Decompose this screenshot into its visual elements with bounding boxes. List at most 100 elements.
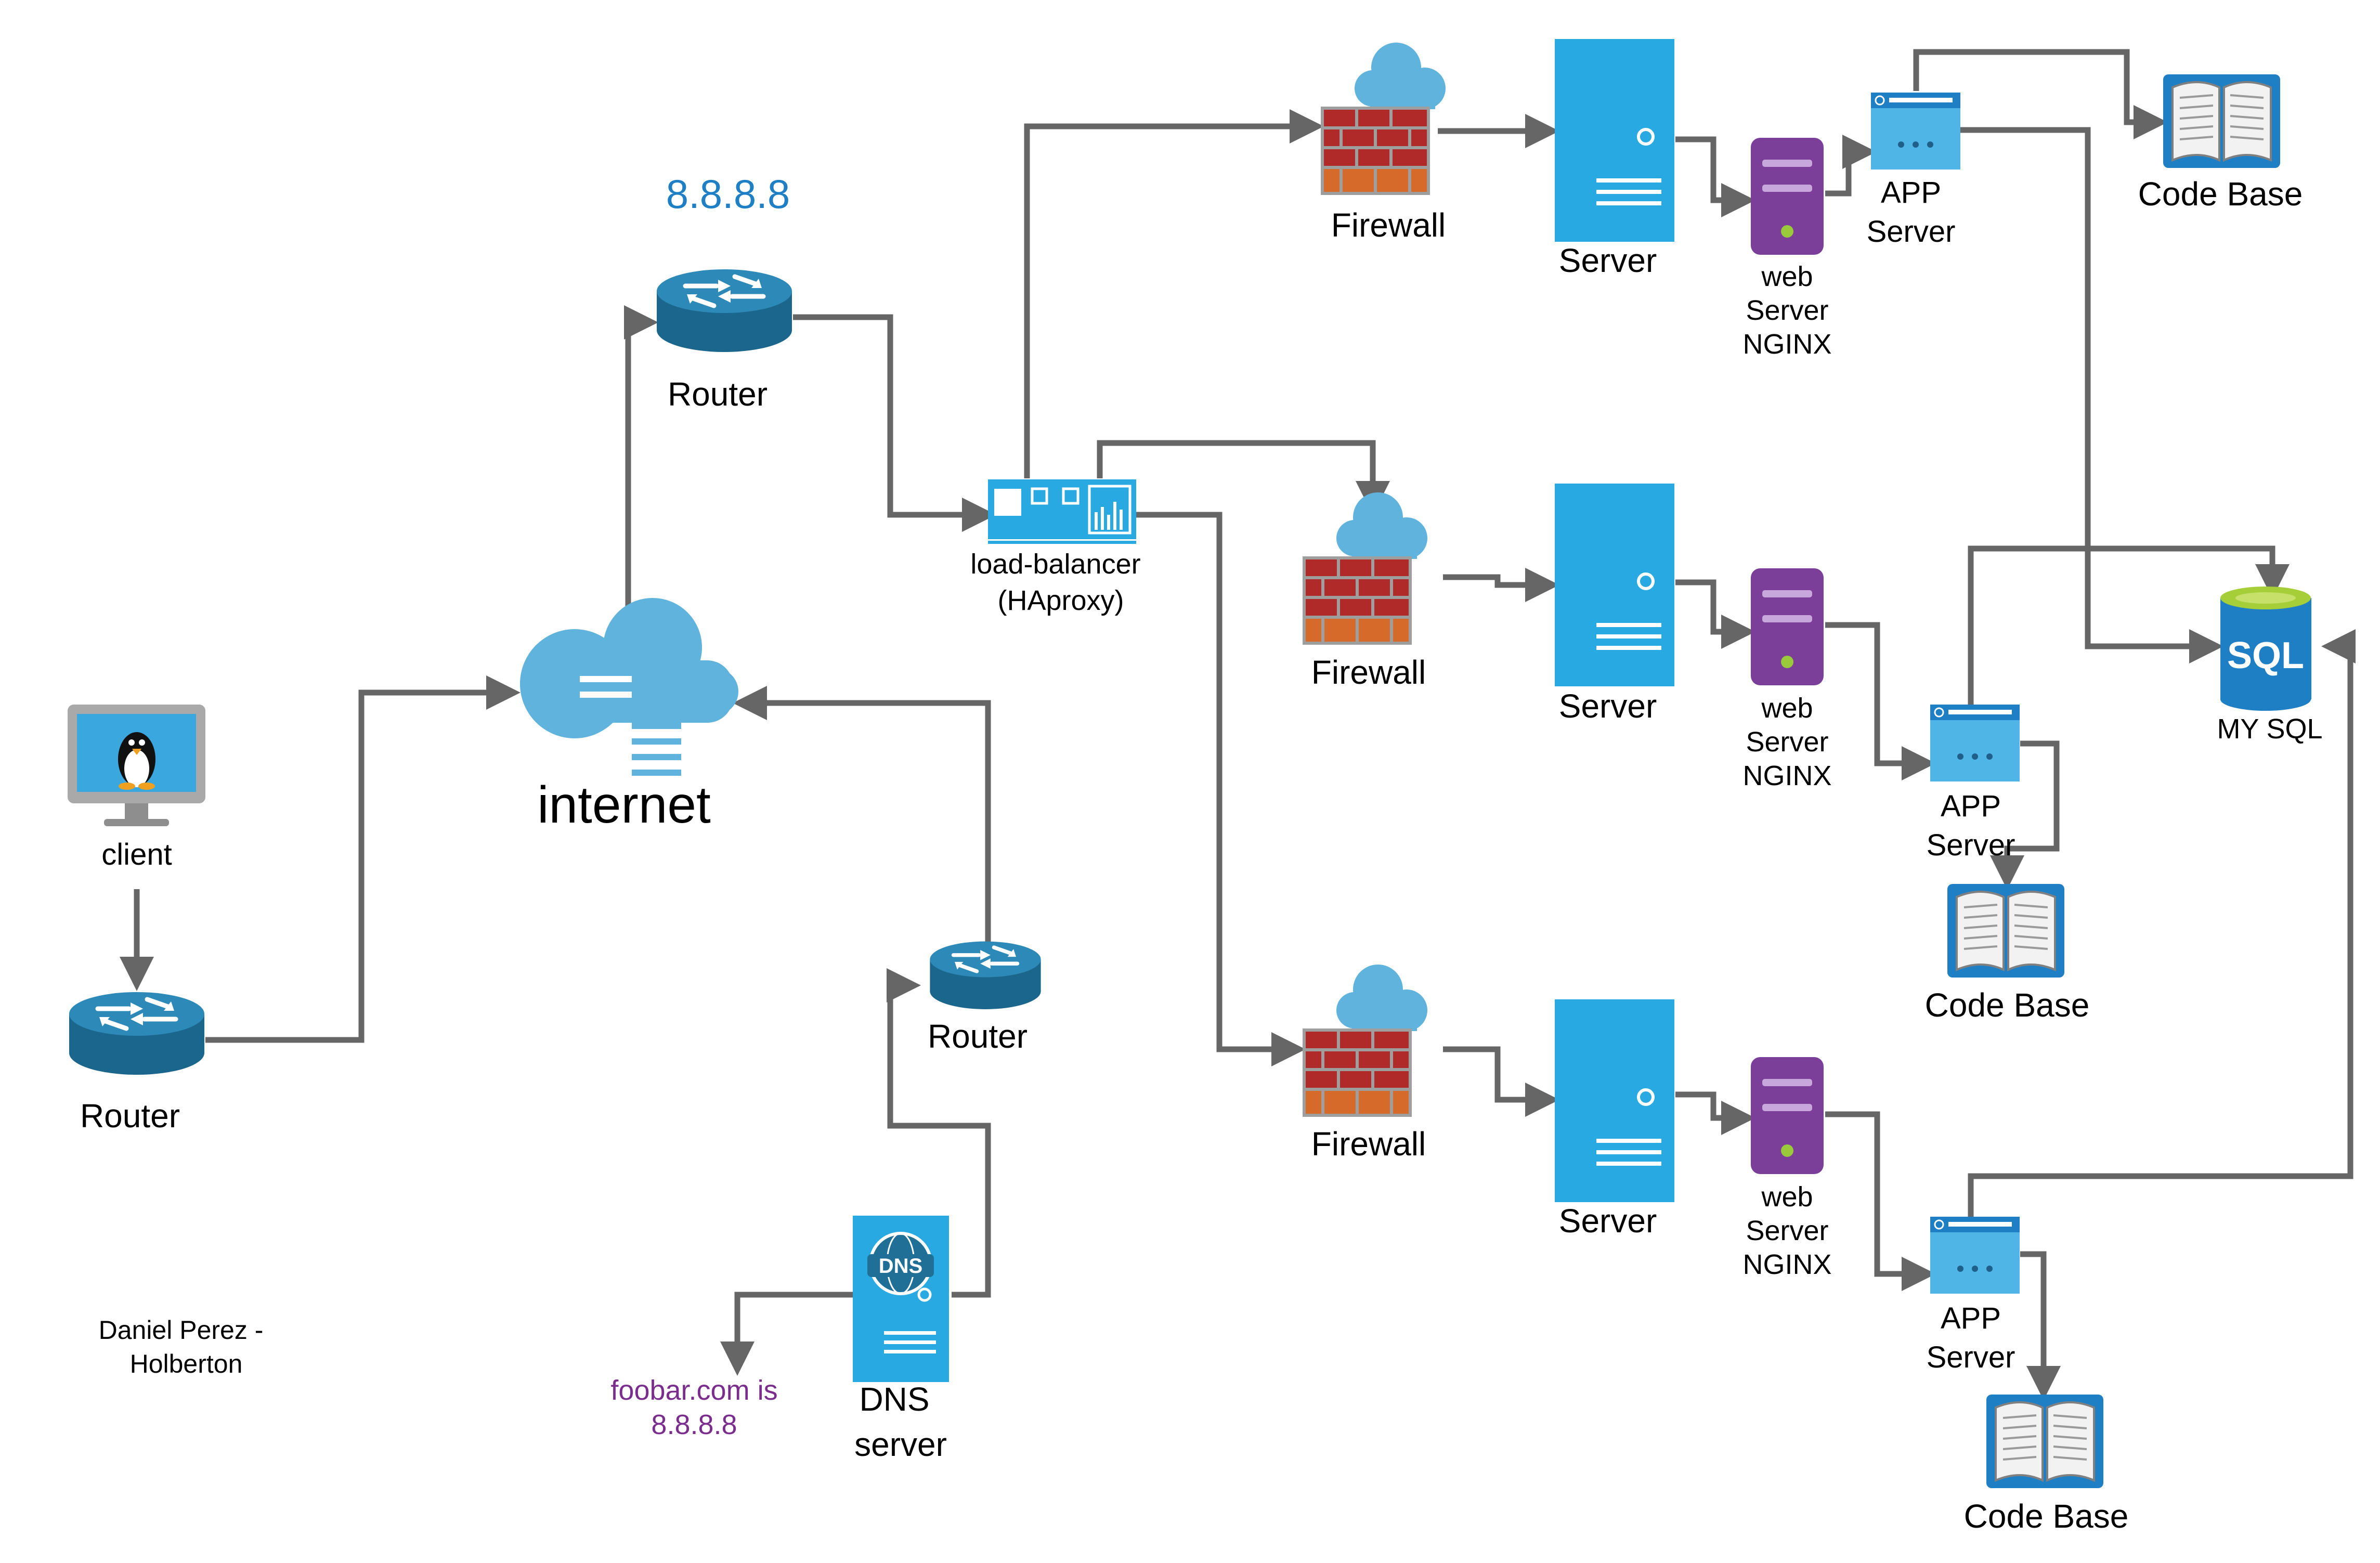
stack-1: Firewall Server web Server NGINX APP Ser… bbox=[1321, 39, 2303, 360]
server-2-label: Server bbox=[1559, 687, 1657, 725]
codebase-2: Code Base bbox=[1925, 883, 2090, 1024]
dns-server-icon: DNS bbox=[853, 1216, 949, 1382]
connector-web-2-app-2 bbox=[1825, 622, 1936, 780]
connector-dns-router bbox=[887, 968, 991, 1298]
load-balancer-label-line2: (HAproxy) bbox=[997, 585, 1124, 616]
internet-cloud: internet bbox=[520, 598, 738, 834]
web-server-2-label-line3: NGINX bbox=[1742, 760, 1831, 791]
web-server-3-label-line3: NGINX bbox=[1742, 1249, 1831, 1280]
web-server-3-label-line1: web bbox=[1761, 1181, 1813, 1213]
firewall-icon bbox=[1303, 965, 1427, 1117]
app-server-2-label-line1: APP bbox=[1941, 789, 2001, 823]
connector-lb-firewall-1 bbox=[1024, 109, 1324, 478]
app-server-2-label-line2: Server bbox=[1927, 828, 2015, 862]
linux-penguin-icon bbox=[118, 732, 155, 790]
firewall-icon bbox=[1303, 492, 1427, 645]
app-server-1-label-line1: APP bbox=[1881, 176, 1941, 210]
dns-label-line1: DNS bbox=[859, 1380, 929, 1418]
connector-web-3-app-3 bbox=[1825, 1111, 1936, 1291]
monitor-icon bbox=[68, 705, 205, 826]
web-server-1: web Server NGINX bbox=[1742, 138, 1832, 360]
router-dns-label: Router bbox=[928, 1018, 1028, 1055]
stack-2: Firewall Server web Server NGINX APP Ser… bbox=[1303, 484, 2089, 1024]
firewall-1-label: Firewall bbox=[1331, 206, 1446, 244]
codebase-2-label: Code Base bbox=[1925, 986, 2090, 1024]
dns-label-line2: server bbox=[854, 1426, 947, 1463]
server-icon bbox=[1555, 484, 1674, 686]
internet-label: internet bbox=[537, 776, 711, 834]
book-icon bbox=[1985, 1393, 2104, 1489]
server-1: Server bbox=[1555, 39, 1674, 279]
web-server-3: web Server NGINX bbox=[1742, 1057, 1832, 1280]
book-icon bbox=[2162, 73, 2281, 169]
server-3-label: Server bbox=[1559, 1202, 1657, 1240]
foobar-note-line1: foobar.com is bbox=[610, 1375, 777, 1406]
foobar-note-line2: 8.8.8.8 bbox=[651, 1409, 737, 1440]
app-server-3: APP Server bbox=[1927, 1216, 2021, 1374]
connector-router-dns-internet bbox=[733, 686, 991, 944]
firewall-1: Firewall bbox=[1321, 43, 1446, 244]
mysql-label: MY SQL bbox=[2217, 713, 2322, 745]
web-server-1-label-line3: NGINX bbox=[1742, 329, 1831, 360]
connector-dns-foobar bbox=[720, 1292, 853, 1376]
connector-server-1-web-1 bbox=[1675, 136, 1755, 217]
server-3: Server bbox=[1555, 999, 1674, 1240]
app-server-icon bbox=[1929, 704, 2021, 783]
dns-resolution-note: foobar.com is 8.8.8.8 bbox=[610, 1375, 777, 1440]
load-balancer-label-line1: load-balancer bbox=[970, 549, 1140, 580]
web-server-2-label-line1: web bbox=[1761, 693, 1813, 724]
client-label: client bbox=[101, 838, 172, 871]
connector-app-2-codebase-2 bbox=[1990, 740, 2060, 890]
connector-lb-firewall-2 bbox=[1097, 440, 1390, 515]
connector-app-3-codebase-3 bbox=[2020, 1251, 2061, 1400]
connector-app-3-mysql bbox=[1968, 629, 2356, 1217]
connector-lb-firewall-3 bbox=[1136, 512, 1306, 1066]
app-server-1-label-line2: Server bbox=[1867, 215, 1956, 249]
load-balancer: load-balancer (HAproxy) bbox=[970, 479, 1141, 616]
connector-web-1-app-1 bbox=[1825, 135, 1877, 197]
web-server-3-label-line2: Server bbox=[1746, 1215, 1828, 1246]
connector-app-2-mysql bbox=[1968, 545, 2290, 705]
app-server-3-label-line2: Server bbox=[1927, 1340, 2015, 1374]
router-top: 8.8.8.8 Router bbox=[657, 171, 792, 413]
connector-app-1-mysql bbox=[1960, 127, 2223, 663]
app-server-2: APP Server bbox=[1927, 704, 2021, 862]
database-icon: SQL bbox=[2220, 587, 2311, 711]
codebase-1-label: Code Base bbox=[2138, 175, 2303, 213]
book-icon bbox=[1946, 883, 2065, 979]
dns-icon-text: DNS bbox=[879, 1255, 922, 1278]
author-line1: Daniel Perez - bbox=[99, 1315, 264, 1345]
connector-router-top-lb bbox=[793, 314, 996, 532]
connector-firewall-3-server-3 bbox=[1443, 1046, 1559, 1117]
codebase-3: Code Base bbox=[1964, 1393, 2129, 1535]
client-computer: client bbox=[68, 705, 205, 871]
app-server-icon bbox=[1929, 1216, 2021, 1295]
web-server-2-label-line2: Server bbox=[1746, 726, 1828, 758]
sql-icon-text: SQL bbox=[2227, 635, 2304, 676]
connectors bbox=[120, 49, 2356, 1400]
codebase-1: Code Base bbox=[2138, 73, 2303, 213]
server-icon bbox=[1555, 39, 1674, 242]
connector-server-2-web-2 bbox=[1675, 579, 1755, 649]
server-2: Server bbox=[1555, 484, 1674, 725]
router-icon bbox=[930, 942, 1041, 1009]
author-note: Daniel Perez - Holberton bbox=[99, 1315, 264, 1378]
app-server-3-label-line1: APP bbox=[1941, 1301, 2001, 1335]
firewall-3-label: Firewall bbox=[1311, 1125, 1426, 1163]
codebase-3-label: Code Base bbox=[1964, 1497, 2129, 1535]
router-icon bbox=[69, 992, 204, 1075]
connector-internet-router-top bbox=[624, 305, 658, 608]
connector-server-3-web-3 bbox=[1675, 1091, 1755, 1135]
app-server-1: APP Server bbox=[1867, 92, 1961, 249]
web-server-2: web Server NGINX bbox=[1742, 568, 1832, 791]
router-client-label: Router bbox=[80, 1097, 180, 1135]
firewall-icon bbox=[1321, 43, 1446, 195]
connector-router-internet bbox=[205, 675, 521, 1043]
web-server-icon bbox=[1751, 1057, 1824, 1174]
router-dns: Router bbox=[928, 942, 1041, 1055]
connector-firewall-2-server-2 bbox=[1443, 568, 1559, 602]
web-server-icon bbox=[1751, 568, 1824, 685]
app-server-icon bbox=[1870, 92, 1961, 171]
cloud-icon bbox=[520, 598, 738, 776]
